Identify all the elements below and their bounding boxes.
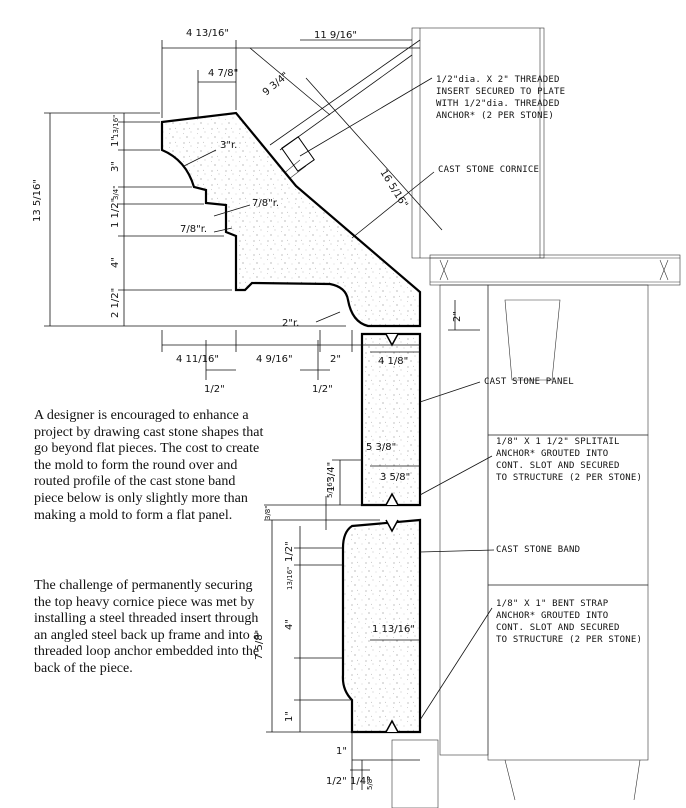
dim-band-7-5-8: 7 5/8" [254,630,265,660]
callout-cornice: CAST STONE CORNICE [438,165,539,175]
dim-radius-7-8-a: 7/8"r. [252,198,279,209]
dim-radius-2: 2"r. [282,318,299,329]
dim-v-1: 1" [110,136,121,147]
callout-panel: CAST STONE PANEL [484,377,574,387]
dim-v-4: 4" [110,257,121,268]
dim-top-11-9-16: 11 9/16" [314,30,357,41]
callout-strap-line-3: CONT. SLOT AND SECURED [496,623,620,633]
dim-v-2-1-2: 2 1/2" [110,288,121,318]
callout-strap-line-4: TO STRUCTURE (2 PER STONE) [496,635,642,645]
callout-leaders [299,77,495,721]
dim-bottom-half-b: 1/2" [312,384,333,395]
dim-lower-5-8: 5/8" [366,776,374,791]
dim-band-13-16: 13/16" [286,567,294,590]
dim-bottom-2: 2" [330,354,341,365]
dim-band-1: 1" [284,711,295,722]
dim-panel-1-3-4: 1 3/4" [326,462,337,492]
callout-insert-line-4: ANCHOR* (2 PER STONE) [436,111,554,121]
dim-panel-3-5-8: 3 5/8" [380,472,410,483]
dim-band-1-13-16: 1 13/16" [372,624,415,635]
dim-joint-3-8: 3/8" [264,506,272,521]
dim-bottom-half-a: 1/2" [204,384,225,395]
callout-strap-line-2: ANCHOR* GROUTED INTO [496,611,608,621]
dim-v-13-16: 13/16" [112,115,120,138]
dim-panel-5-3-8: 5 3/8" [366,442,396,453]
dim-panel-2: 2" [452,311,463,322]
dim-bottom-4-9-16: 4 9/16" [256,354,293,365]
description-paragraph-2: The challenge of permanently securing th… [34,578,260,676]
callout-insert: 1/2"dia. X 2" THREADED INSERT SECURED TO… [436,75,565,121]
description-paragraph-1: A designer is encouraged to enhance a pr… [34,408,264,523]
backup-structure [391,27,681,808]
dim-v-1-1-2: 1 1/2" [110,198,121,228]
callout-insert-line-1: 1/2"dia. X 2" THREADED [436,75,560,85]
panel-stone [360,332,422,507]
dim-band-1-2: 1/2" [284,541,295,562]
dimension-texts: 4 13/16" 11 9/16" 4 7/8" 9 3/4" 16 5/16"… [32,28,463,790]
dimension-lines [44,40,480,790]
callout-strap-line-1: 1/8" X 1" BENT STRAP [496,599,609,609]
callout-splitail-line-2: ANCHOR* GROUTED INTO [496,449,608,459]
dim-band-4: 4" [284,619,295,630]
dim-radius-7-8-b: 7/8"r. [180,224,207,235]
dim-radius-3: 3"r. [220,140,237,151]
dim-lower-1-2: 1/2" [326,776,347,787]
callout-splitail-line-1: 1/8" X 1 1/2" SPLITAIL [496,437,620,447]
steel-backup-frame [269,39,421,183]
dim-v-3: 3" [110,161,121,172]
dim-joint-5-16: 5/16" [326,479,334,498]
callout-band: CAST STONE BAND [496,545,580,555]
dim-angle-9-3-4: 9 3/4" [261,70,291,98]
dim-top-4-13-16: 4 13/16" [186,28,229,39]
callout-insert-line-2: INSERT SECURED TO PLATE [436,87,565,97]
dim-lower-1-4: 1/4" [350,776,371,787]
callout-splitail: 1/8" X 1 1/2" SPLITAIL ANCHOR* GROUTED I… [496,437,642,483]
dim-lower-1: 1" [336,746,347,757]
dim-bottom-4-11-16: 4 11/16" [176,354,219,365]
dim-top-4-7-8: 4 7/8" [208,68,238,79]
dim-v-3-4: 3/4" [112,186,120,201]
callout-insert-line-3: WITH 1/2"dia. THREADED [436,99,560,109]
dim-panel-4-1-8: 4 1/8" [378,356,408,367]
callout-splitail-line-3: CONT. SLOT AND SECURED [496,461,620,471]
callout-splitail-line-4: TO STRUCTURE (2 PER STONE) [496,473,642,483]
cornice-stone [160,111,422,328]
callout-strap: 1/8" X 1" BENT STRAP ANCHOR* GROUTED INT… [496,599,642,645]
dim-left-13-5-16: 13 5/16" [32,179,43,222]
